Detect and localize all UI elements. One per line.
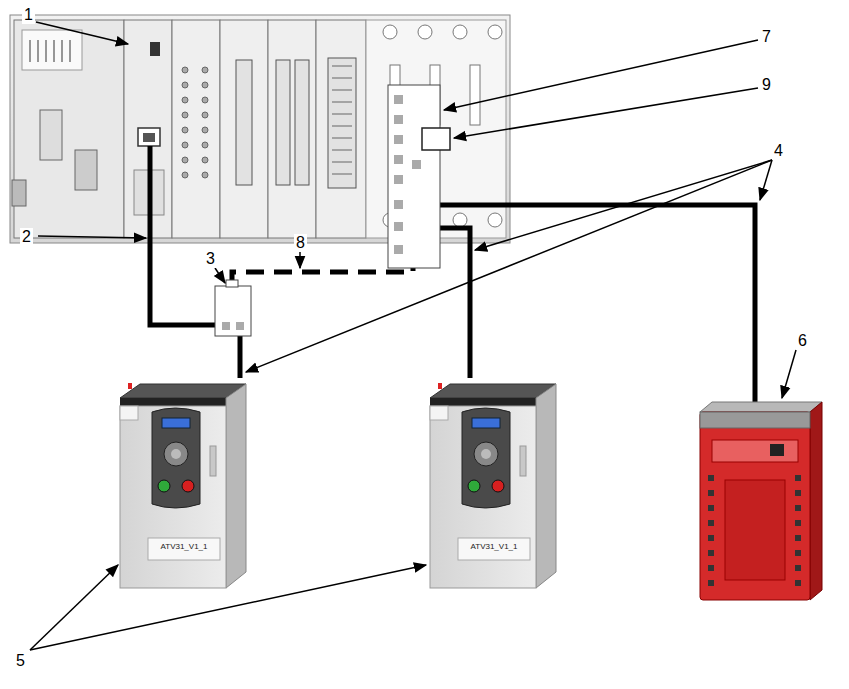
drive-unit: ATV31_V1_1: [428, 376, 560, 592]
drive-unit: ATV31_V1_1: [118, 376, 250, 592]
bus-cable: [150, 146, 755, 412]
tap-terminator: [422, 128, 450, 150]
callout-number: 4: [772, 142, 785, 160]
drive-model-label: ATV31_V1_1: [148, 542, 220, 551]
tap-box: [215, 280, 251, 336]
drive-illustration: [118, 376, 250, 592]
drive-illustration: [428, 376, 560, 592]
safety-module: [700, 402, 822, 600]
drive-model-label: ATV31_V1_1: [458, 542, 530, 551]
callout-number: 1: [22, 6, 35, 24]
callout-number: 8: [294, 234, 307, 252]
dashed-cable: [232, 268, 413, 286]
callout-number: 5: [14, 652, 27, 670]
callout-number: 9: [760, 76, 773, 94]
hub-box: [388, 85, 450, 268]
callout-number: 2: [20, 228, 33, 246]
callout-number: 6: [796, 332, 809, 350]
callout-number: 3: [204, 250, 217, 268]
leader-arrow: [30, 22, 796, 650]
callout-number: 7: [760, 28, 773, 46]
